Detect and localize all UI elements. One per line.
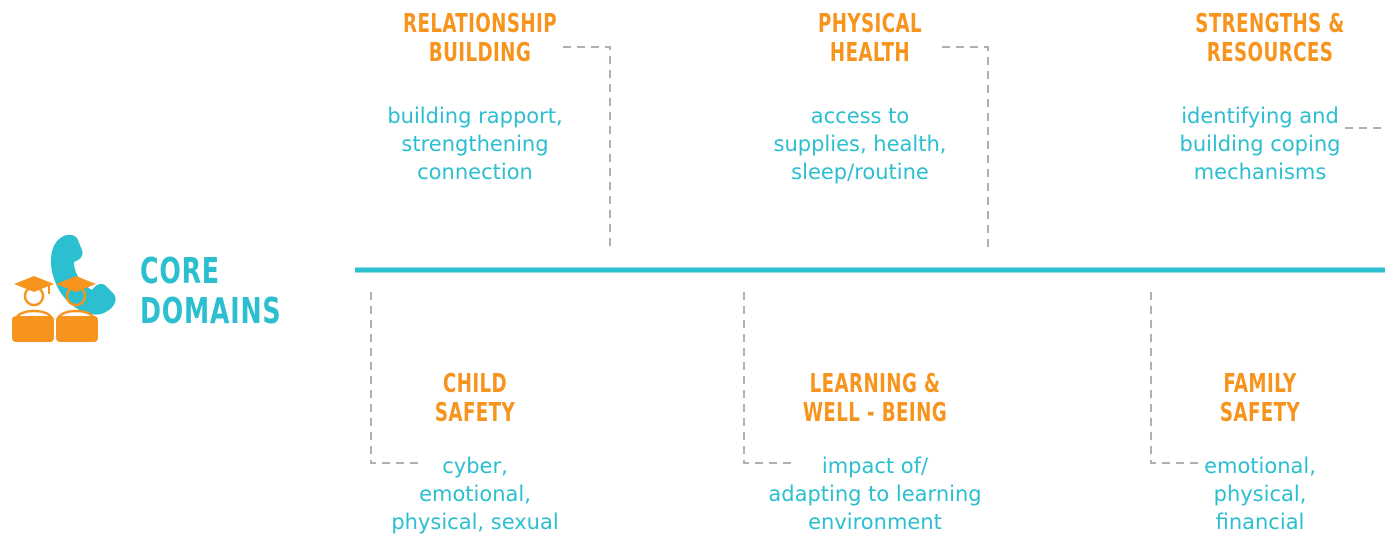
connector-top-1 [563, 46, 611, 252]
domain-title-learning-well-being: LEARNING & WELL - BEING [802, 369, 948, 428]
domain-title-child-safety: CHILD SAFETY [434, 369, 516, 428]
connector-bottom-2 [743, 292, 792, 464]
domain-title-strengths-resources: STRENGTHS & RESOURCES [1195, 9, 1345, 68]
domain-desc-learning-well-being: impact of/ adapting to learning environm… [768, 454, 982, 534]
phone-with-students-icon [12, 234, 116, 342]
domain-desc-strengths-resources: identifying and building coping mechanis… [1179, 104, 1341, 184]
domain-title-physical-health: PHYSICAL HEALTH [817, 9, 923, 68]
domain-desc-physical-health: access to supplies, health, sleep/routin… [773, 104, 947, 184]
domain-desc-family-safety: emotional, physical, financial [1204, 454, 1316, 534]
domain-desc-relationship-building: building rapport, strengthening connecti… [387, 104, 563, 184]
domain-desc-child-safety: cyber, emotional, physical, sexual [391, 454, 559, 534]
connector-top-2 [942, 46, 989, 252]
connector-bottom-1 [370, 292, 418, 464]
domain-title-family-safety: FAMILY SAFETY [1219, 369, 1301, 428]
connector-bottom-3 [1150, 292, 1200, 464]
core-domains-title: CORE DOMAINS [140, 251, 282, 332]
domain-title-relationship-building: RELATIONSHIP BUILDING [403, 9, 557, 68]
